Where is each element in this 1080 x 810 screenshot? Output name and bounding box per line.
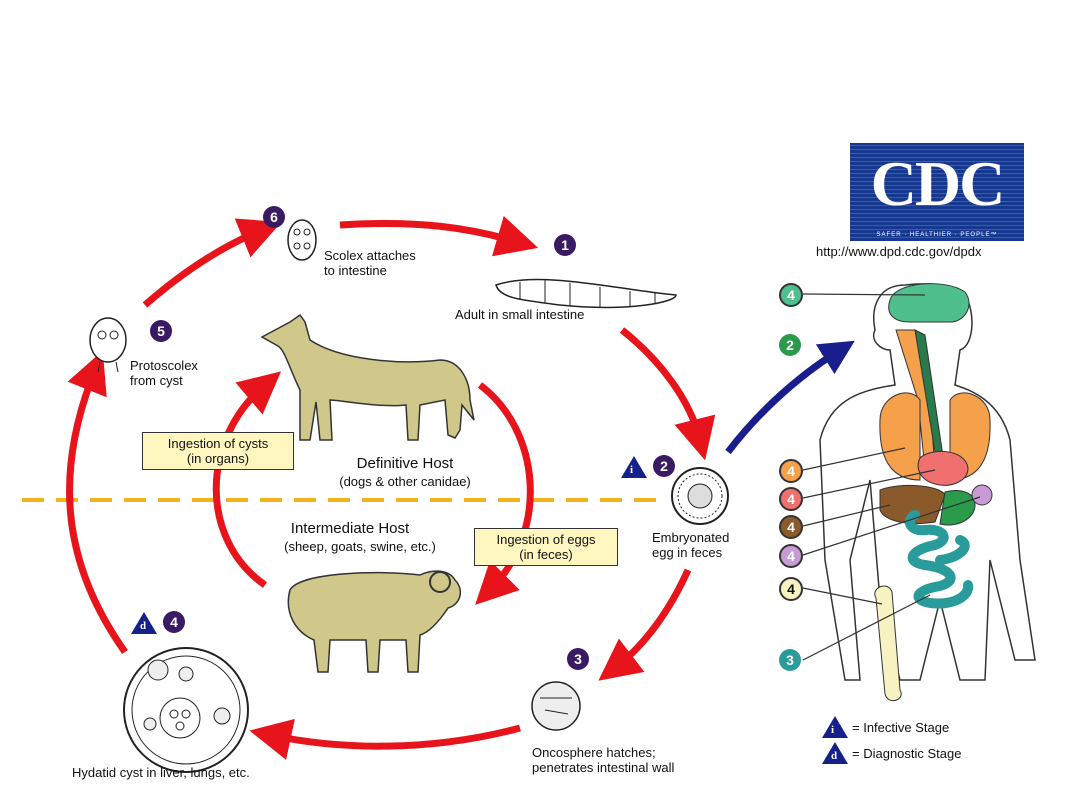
heart-marker: 4 (779, 487, 803, 511)
adult-worm-illustration (495, 278, 677, 309)
arrow-stage-2-marker: 2 (779, 334, 801, 356)
spleen-marker: 4 (779, 544, 803, 568)
cdc-logo: CDC SAFER · HEALTHIER · PEOPLE™ (850, 143, 1024, 241)
brain-marker: 4 (779, 283, 803, 307)
arrow-3-to-4 (249, 718, 521, 760)
legend-infective-icon: i (822, 716, 848, 738)
hydatid-cyst-illustration (123, 647, 249, 773)
stage-4-label: Hydatid cyst in liver, lungs, etc. (72, 765, 250, 780)
lung-left (879, 392, 921, 481)
arrow-2-to-3 (598, 568, 692, 681)
diagnostic-stage-icon: d (131, 612, 157, 634)
stage-6-badge: 6 (263, 206, 285, 228)
oncosphere-illustration (531, 681, 581, 731)
legend-infective-text: = Infective Stage (852, 720, 950, 735)
arrow-to-human (725, 340, 855, 455)
brain-organ (888, 283, 970, 323)
arrow-6-to-1 (339, 215, 539, 257)
logo-text: CDC (870, 148, 1006, 219)
stage-5-label: Protoscolex from cyst (130, 358, 198, 388)
stage-3-label: Oncosphere hatches; penetrates intestina… (532, 745, 675, 775)
stage-1-badge: 1 (554, 234, 576, 256)
stage-2-label: Embryonated egg in feces (652, 530, 730, 560)
logo-tagline: SAFER · HEALTHIER · PEOPLE™ (876, 232, 998, 238)
legend-diagnostic-text: = Diagnostic Stage (852, 746, 962, 761)
intestine-organ (904, 510, 974, 609)
lungs-marker: 4 (779, 459, 803, 483)
cycle-arrows (66, 215, 716, 760)
definitive-host-title: Definitive Host (356, 455, 454, 472)
human-body-illustration (819, 283, 1036, 702)
infective-stage-icon: i (621, 456, 647, 478)
stage-5-badge: 5 (150, 320, 172, 342)
arrow-5-to-6 (142, 218, 282, 308)
diagnostic-symbol: d (140, 620, 147, 632)
stage-3-badge: 3 (567, 648, 589, 670)
legend-infective-symbol: i (831, 724, 835, 736)
sheep-illustration (287, 570, 462, 673)
stage-4-badge: 4 (163, 611, 185, 633)
organ-leader-lines (802, 293, 981, 661)
intestine-marker: 3 (779, 649, 801, 671)
ingestion-eggs-box: Ingestion of eggs (in feces) (474, 528, 618, 566)
dog-illustration (260, 313, 475, 441)
arrow-4-to-5 (66, 350, 128, 655)
ingestion-cysts-box: Ingestion of cysts (in organs) (142, 432, 294, 470)
source-url[interactable]: http://www.dpd.cdc.gov/dpdx (816, 244, 982, 259)
egg-illustration (671, 467, 729, 525)
intermediate-host-subtitle: (sheep, goats, swine, etc.) (284, 539, 436, 554)
legend-diagnostic-icon: d (822, 742, 848, 764)
liver-marker: 4 (779, 515, 803, 539)
scolex-illustration (287, 219, 317, 261)
arrow-cysts-to-dog (212, 371, 282, 588)
intermediate-host-title: Intermediate Host (290, 520, 410, 537)
legend-diagnostic-symbol: d (831, 750, 838, 762)
stage-1-label: Adult in small intestine (455, 307, 585, 322)
logo-stripes (850, 143, 1024, 241)
stage-2-badge: 2 (653, 455, 675, 477)
spleen-organ (971, 484, 993, 506)
arrow-1-to-2 (619, 327, 716, 461)
heart-organ (917, 450, 969, 486)
bone-marker: 4 (779, 577, 803, 601)
bone-organ (874, 585, 902, 702)
stage-6-label: Scolex attaches to intestine (324, 248, 416, 278)
infective-symbol: i (630, 464, 634, 476)
definitive-host-subtitle: (dogs & other canidae) (339, 474, 471, 489)
protoscolex-illustration (89, 317, 127, 373)
